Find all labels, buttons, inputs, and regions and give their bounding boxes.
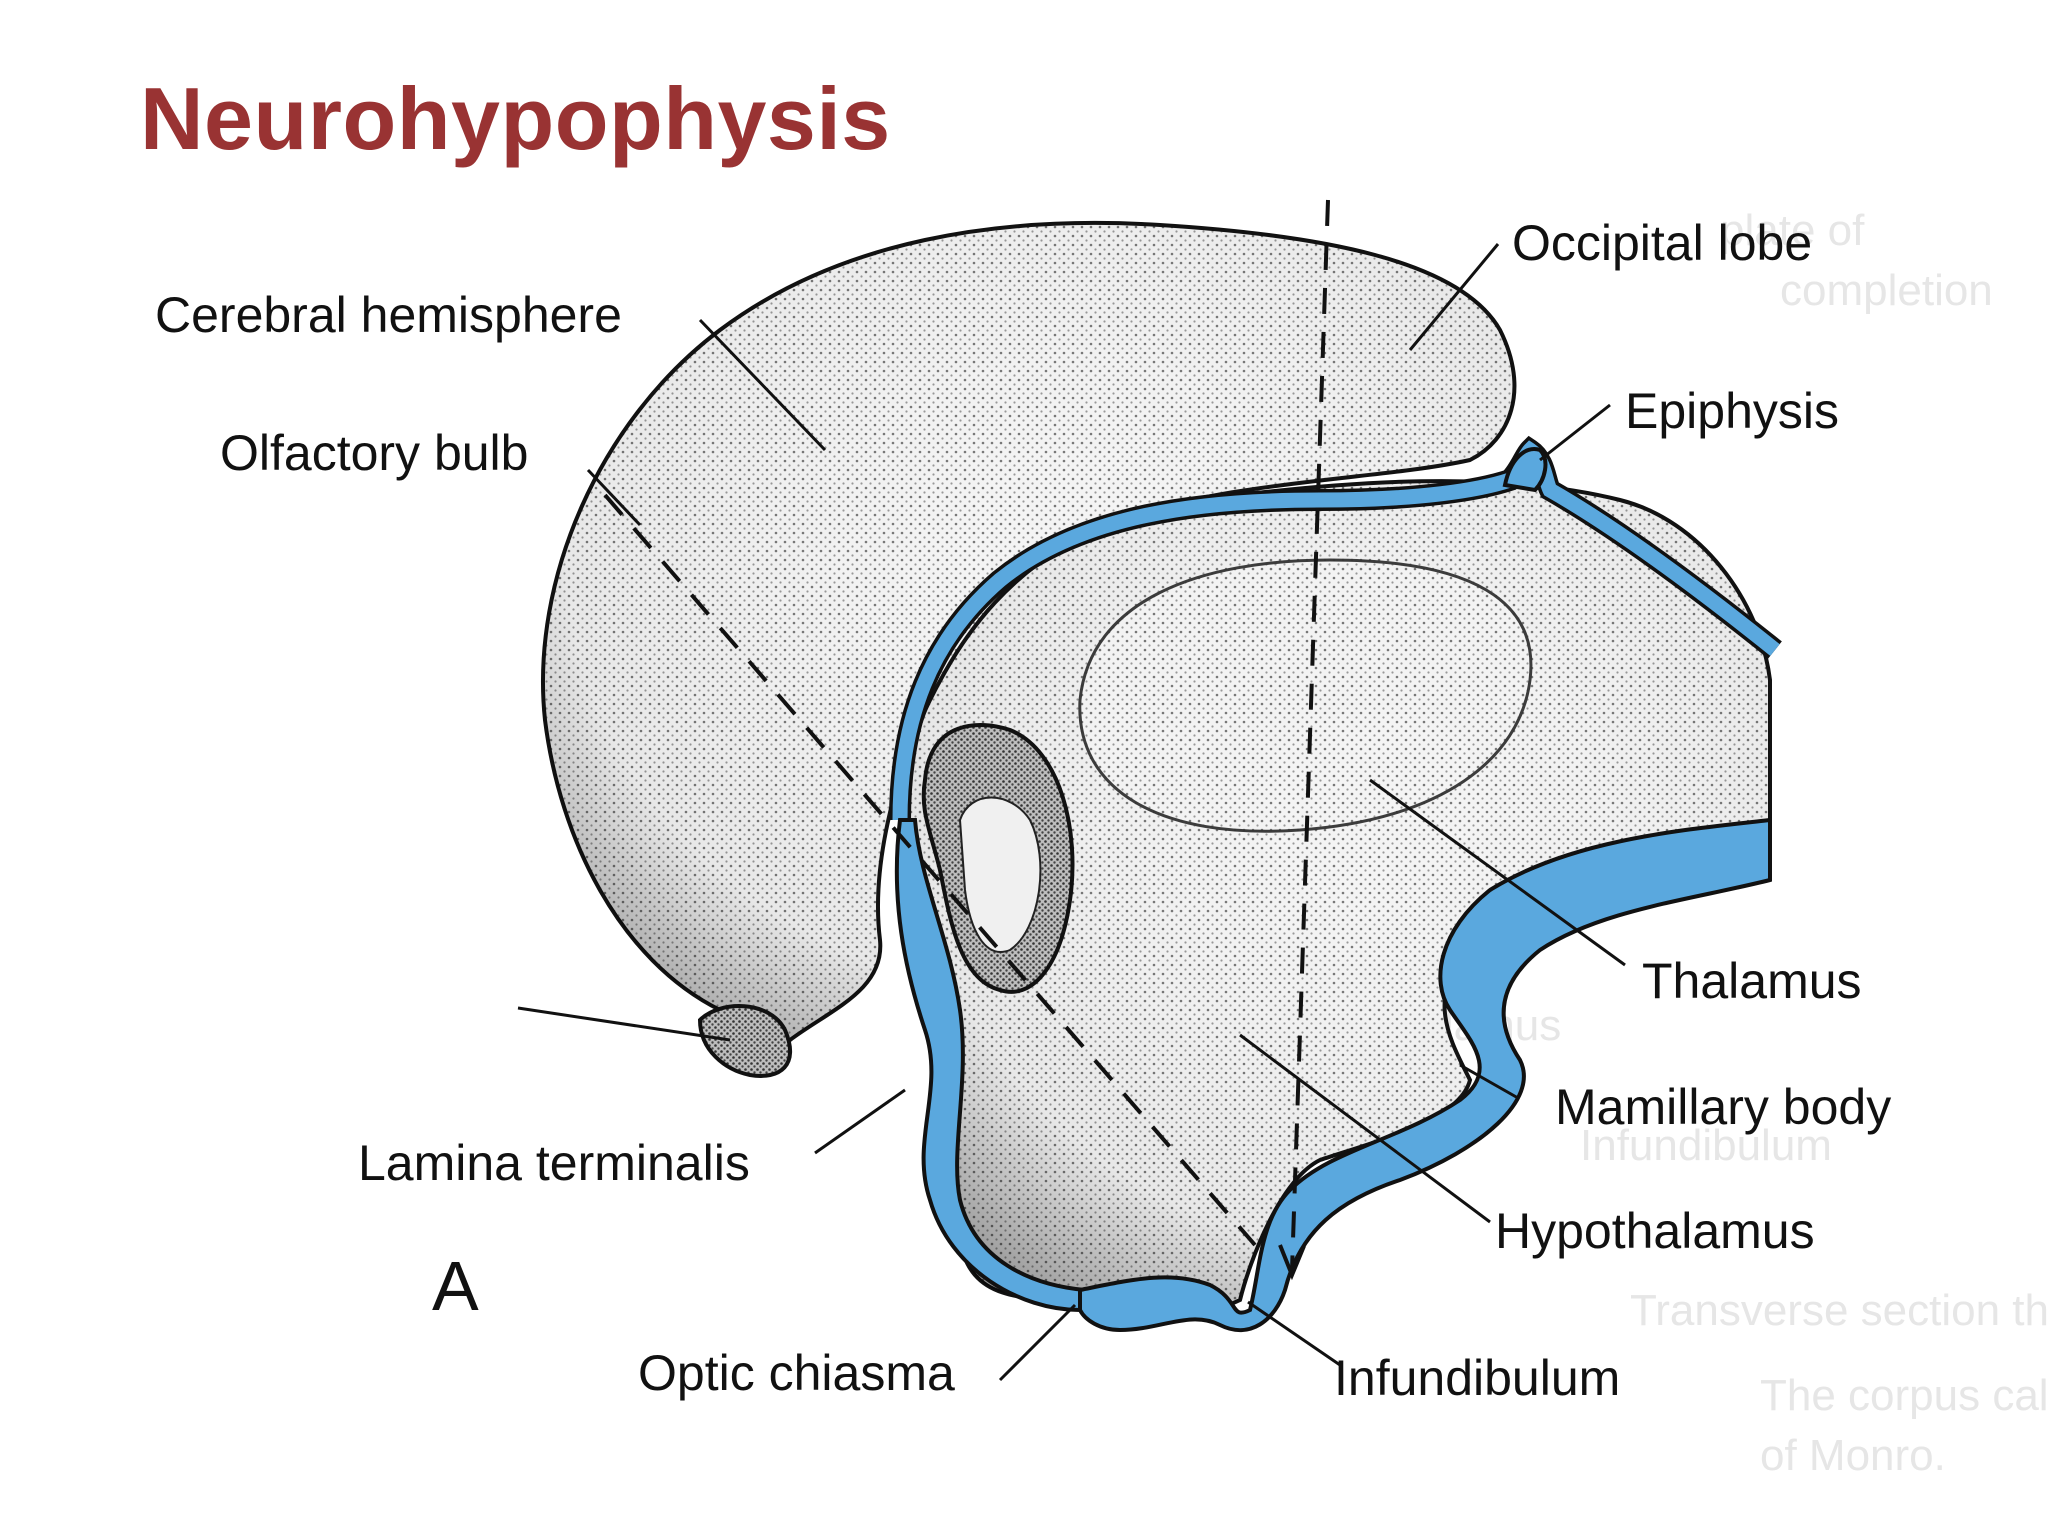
svg-text:Transverse section through the: Transverse section through the telenceph…: [1630, 1286, 2048, 1335]
svg-text:completion: completion: [1780, 266, 1993, 315]
epiphysis-shape: [1502, 447, 1548, 493]
foramen-inner: [958, 796, 1042, 953]
label-epiphysis: Epiphysis: [1625, 383, 1839, 439]
label-occipital-lobe: Occipital lobe: [1512, 215, 1812, 271]
svg-text:plate of: plate of: [1720, 206, 1865, 255]
slide-title: Neurohypophysis: [140, 69, 891, 168]
label-thalamus: Thalamus: [1642, 953, 1862, 1009]
leader-lines: [517, 243, 1626, 1382]
thalamus-bulge: [1078, 558, 1533, 833]
label-lamina-terminalis: Lamina terminalis: [358, 1135, 750, 1191]
section-line-arrow: [1278, 1244, 1306, 1281]
label-mamillary-body: Mamillary body: [1555, 1079, 1891, 1135]
cerebral-hemisphere-shading: [542, 222, 1515, 1062]
label-optic-chiasma: Optic chiasma: [638, 1345, 955, 1401]
olfactory-bulb-shape: [697, 1004, 792, 1078]
ventricle-lining-roof-fill: [892, 440, 1780, 821]
label-cerebral-hemisphere: Cerebral hemisphere: [155, 287, 622, 343]
label-olfactory-bulb: Olfactory bulb: [220, 425, 528, 481]
section-line-vertical: [1290, 199, 1330, 1271]
panel-letter: A: [432, 1247, 479, 1325]
section-line-oblique: [603, 493, 1257, 1247]
svg-text:The corpus callosum bulges out: The corpus callosum bulges out in the fl…: [1760, 1371, 2048, 1420]
label-hypothalamus: Hypothalamus: [1495, 1203, 1815, 1259]
svg-text:Infundibulum: Infundibulum: [1580, 1121, 1832, 1170]
ventricle-floor-shape: [1078, 817, 1772, 1333]
label-infundibulum: Infundibulum: [1334, 1350, 1620, 1406]
svg-text:of Monro.: of Monro.: [1760, 1431, 1946, 1480]
